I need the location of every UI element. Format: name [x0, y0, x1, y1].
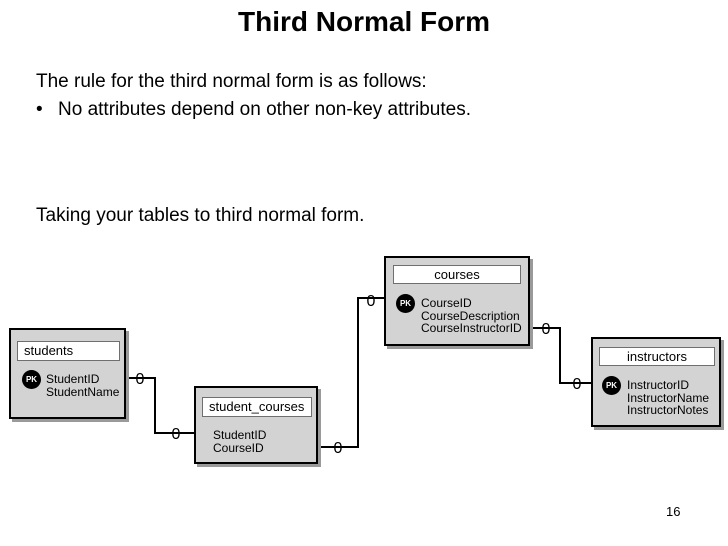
- rel-mark: 0: [172, 426, 181, 443]
- primary-key-badge: PK: [22, 370, 41, 389]
- bullet-mark: •: [36, 99, 43, 120]
- table-students: students PK StudentID StudentName: [9, 328, 126, 419]
- field-name: InstructorID: [627, 378, 690, 392]
- rel-mark: 0: [573, 376, 582, 393]
- rel-mark: 0: [136, 371, 145, 388]
- table-name: instructors: [599, 347, 715, 366]
- table-instructors: instructors PK InstructorID InstructorNa…: [591, 337, 721, 427]
- field-name: InstructorNotes: [627, 403, 709, 417]
- table-courses: courses PK CourseID CourseDescription Co…: [384, 256, 530, 346]
- primary-key-badge: PK: [602, 376, 621, 395]
- table-name: courses: [393, 265, 521, 284]
- field-name: CourseID: [421, 296, 472, 310]
- rule-intro-text: The rule for the third normal form is as…: [36, 71, 427, 92]
- field-list: StudentID StudentName: [46, 373, 119, 398]
- field-name: StudentID: [46, 372, 100, 386]
- field-list: StudentID CourseID: [213, 429, 266, 454]
- table-name: student_courses: [202, 397, 312, 417]
- field-list: InstructorID InstructorName InstructorNo…: [627, 379, 709, 417]
- rel-line-courses-instructors: [530, 327, 600, 384]
- rule-bullet-text: No attributes depend on other non-key at…: [58, 99, 471, 120]
- rule-bullet: • No attributes depend on other non-key a…: [36, 99, 471, 121]
- field-name: StudentID: [213, 428, 267, 442]
- field-name: CourseDescription: [421, 308, 520, 323]
- field-name: CourseID: [213, 440, 264, 455]
- slide-title: Third Normal Form: [237, 6, 490, 37]
- field-list: CourseID CourseDescription CourseInstruc…: [421, 297, 522, 335]
- field-name: CourseInstructorID: [421, 321, 522, 335]
- field-name: StudentName: [46, 384, 120, 399]
- rel-mark: 0: [334, 440, 343, 457]
- rel-mark: 0: [542, 321, 551, 338]
- table-student-courses: student_courses StudentID CourseID: [194, 386, 318, 464]
- taking-tables-text: Taking your tables to third normal form.: [36, 205, 365, 226]
- rel-line-students-sc: [126, 377, 194, 434]
- page-number: 16: [666, 504, 681, 519]
- field-name: InstructorName: [627, 390, 710, 405]
- table-name: students: [17, 341, 120, 361]
- primary-key-badge: PK: [396, 294, 415, 313]
- rel-mark: 0: [367, 293, 376, 310]
